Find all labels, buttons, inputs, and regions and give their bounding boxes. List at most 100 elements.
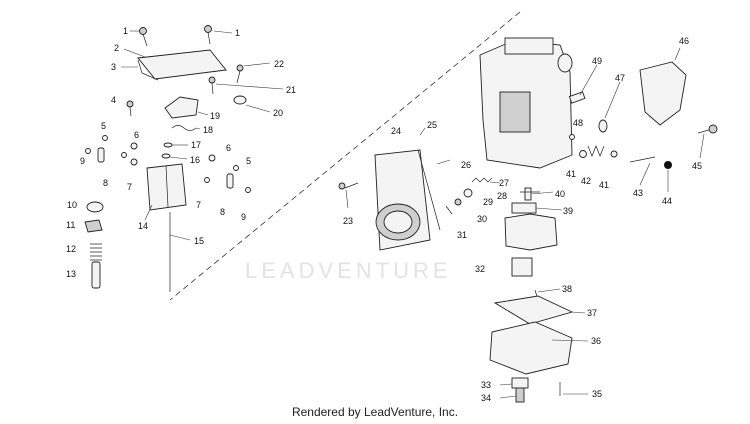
- left-parts-group: [84, 25, 251, 292]
- bowl-gasket-part: [493, 295, 574, 325]
- screw-part: [236, 64, 244, 84]
- callout-label: 46: [679, 36, 689, 46]
- callout-label: 31: [457, 230, 467, 240]
- leader-lines: [121, 30, 705, 399]
- jet-part: [163, 142, 173, 148]
- callout-label: 41: [599, 180, 609, 190]
- callout-label: 17: [191, 140, 201, 150]
- callout-label: 41: [566, 169, 576, 179]
- pin-part: [102, 135, 108, 141]
- spring-part: [587, 145, 605, 157]
- link-part: [97, 147, 105, 163]
- washer-part: [579, 150, 587, 158]
- callout-label: 28: [497, 191, 507, 201]
- washer-part: [233, 95, 247, 105]
- callout-label: 10: [67, 200, 77, 210]
- spring-part: [90, 243, 102, 261]
- pin-part: [85, 148, 91, 154]
- pin-part: [245, 187, 251, 193]
- callout-labels: 1 1 2 3 22 21 20 4 19 18 5 6 9 8 7 17 16…: [66, 26, 702, 403]
- pin-part: [569, 134, 575, 140]
- callout-label: 25: [427, 120, 437, 130]
- callout-label: 45: [692, 161, 702, 171]
- screw-part: [126, 100, 134, 117]
- callout-label: 18: [203, 125, 213, 135]
- washer-part: [610, 150, 618, 158]
- callout-label: 13: [66, 269, 76, 279]
- link-part: [226, 173, 234, 189]
- cap-part: [664, 161, 672, 169]
- callout-label: 30: [477, 214, 487, 224]
- callout-label: 7: [127, 182, 132, 192]
- cover-plate-part: [137, 49, 227, 80]
- callout-label: 27: [499, 178, 509, 188]
- callout-label: 3: [111, 62, 116, 72]
- callout-label: 6: [134, 130, 139, 140]
- callout-label: 36: [591, 336, 601, 346]
- pin-part: [233, 165, 239, 171]
- callout-label: 9: [80, 156, 85, 166]
- dashed-divider-line: [169, 11, 521, 301]
- callout-label: 49: [592, 56, 602, 66]
- cap-part: [86, 201, 104, 213]
- callout-label: 15: [194, 236, 204, 246]
- callout-label: 38: [562, 284, 572, 294]
- callout-label: 14: [138, 221, 148, 231]
- rod-part: [417, 149, 441, 231]
- callout-label: 7: [196, 200, 201, 210]
- callout-label: 2: [114, 43, 119, 53]
- screw-part: [204, 25, 212, 45]
- pin-part: [445, 205, 453, 215]
- callout-label: 29: [483, 197, 493, 207]
- o-ring-part: [463, 188, 473, 198]
- callout-label: 43: [633, 188, 643, 198]
- ring-part: [130, 142, 138, 150]
- callout-label: 47: [615, 73, 625, 83]
- callout-label: 48: [573, 118, 583, 128]
- bracket-part: [164, 96, 199, 119]
- callout-label: 26: [461, 160, 471, 170]
- pin-part: [130, 158, 138, 166]
- callout-label: 40: [555, 189, 565, 199]
- callout-label: 9: [241, 212, 246, 222]
- throttle-lever-part: [639, 61, 687, 126]
- screw-part: [338, 182, 359, 190]
- callout-label: 1: [123, 26, 128, 36]
- o-ring-part: [454, 198, 462, 206]
- callout-label: 6: [226, 143, 231, 153]
- right-parts-group: [338, 37, 718, 403]
- screw-part: [697, 124, 718, 134]
- callout-label: 32: [475, 264, 485, 274]
- callout-label: 11: [66, 220, 75, 230]
- pin-part: [121, 152, 127, 158]
- callout-label: 16: [190, 155, 200, 165]
- callout-label: 42: [581, 176, 591, 186]
- clip-part: [171, 125, 197, 131]
- plunger-part: [598, 119, 608, 133]
- callout-label: 5: [246, 156, 251, 166]
- callout-label: 20: [273, 108, 283, 118]
- callout-label: 44: [662, 196, 672, 206]
- callout-label: 12: [66, 244, 76, 254]
- plunger-part: [568, 91, 586, 104]
- drain-part: [511, 377, 529, 389]
- callout-label: 39: [563, 206, 573, 216]
- callout-label: 35: [592, 389, 602, 399]
- callout-label: 22: [274, 59, 284, 69]
- callout-label: 37: [587, 308, 597, 318]
- callout-label: 4: [111, 95, 116, 105]
- callout-label: 21: [286, 85, 296, 95]
- needle-jet-part: [91, 261, 101, 289]
- callout-label: 33: [481, 380, 491, 390]
- jet-part: [161, 153, 171, 159]
- fitting-part: [524, 187, 532, 201]
- nut-part: [84, 219, 103, 233]
- callout-label: 1: [235, 28, 240, 38]
- float-bowl-part: [489, 321, 573, 375]
- footer-credit: Rendered by LeadVenture, Inc.: [291, 405, 459, 419]
- callout-label: 8: [103, 178, 108, 188]
- pin-part: [204, 177, 210, 183]
- float-assembly-part: [504, 213, 558, 251]
- watermark-text: LEADVENTURE: [245, 258, 452, 283]
- callout-label: 19: [210, 111, 220, 121]
